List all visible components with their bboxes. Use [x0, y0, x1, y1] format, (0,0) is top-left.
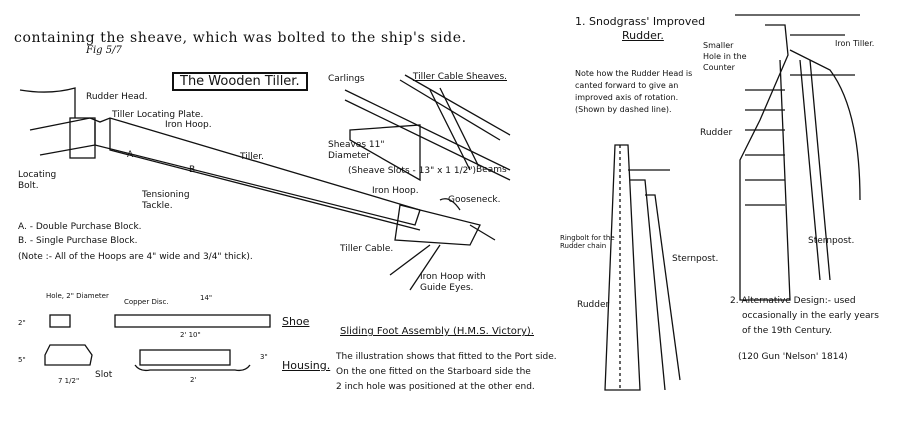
- dim-14in: 14": [200, 294, 213, 302]
- alt-title-2: occasionally in the early years: [742, 311, 879, 321]
- legend-b: B. - Single Purchase Block.: [18, 236, 138, 246]
- label-rudder-head: Rudder Head.: [86, 92, 148, 102]
- label-tiller: Tiller.: [240, 152, 264, 162]
- label-iron-tiller: Iron Tiller.: [835, 39, 875, 48]
- dim-2in: 2": [18, 319, 26, 327]
- label-rudder-2: Rudder: [700, 128, 733, 138]
- snodgrass-rudder-drawing: [604, 144, 681, 391]
- label-iron-hoop-2: Iron Hoop.: [372, 186, 419, 196]
- alt-title-1: 2. Alternative Design:- used: [730, 296, 856, 306]
- legend-a: A. - Double Purchase Block.: [18, 222, 142, 232]
- label-rudder-1: Rudder: [577, 300, 610, 310]
- label-beams: Beams: [476, 165, 507, 175]
- snodgrass-title-1: 1. Snodgrass' Improved: [575, 15, 706, 28]
- body-text: containing the sheave, which was bolted …: [14, 30, 467, 46]
- label-sternpost-2: Sternpost.: [808, 236, 855, 246]
- label-hole: Hole, 2" Diameter: [46, 292, 109, 300]
- hoops-note: (Note :- All of the Hoops are 4" wide an…: [18, 252, 253, 262]
- wooden-tiller-drawing: [19, 87, 496, 291]
- label-copper-disc: Copper Disc.: [124, 298, 169, 306]
- label-smaller-hole: Smaller Hole in the Counter: [703, 41, 747, 72]
- label-locating-plate: Tiller Locating Plate.: [112, 110, 204, 120]
- snodgrass-title-2: Rudder.: [622, 29, 664, 42]
- alt-title-3: of the 19th Century.: [742, 326, 833, 336]
- sliding-desc-3: 2 inch hole was positioned at the other …: [336, 382, 535, 392]
- figure-label: Fig 5/7: [86, 45, 122, 56]
- dim-5in: 5": [18, 356, 26, 364]
- label-shoe: Shoe: [282, 315, 310, 328]
- snodgrass-note-3: improved axis of rotation.: [575, 93, 679, 102]
- label-iron-hoop: Iron Hoop.: [165, 120, 212, 130]
- snodgrass-note-4: (Shown by dashed line).: [575, 105, 672, 114]
- dim-2ft-10in: 2' 10": [180, 331, 201, 339]
- label-sternpost-1: Sternpost.: [672, 254, 719, 264]
- label-carlings: Carlings: [328, 74, 365, 84]
- dim-3in: 3": [260, 353, 268, 361]
- label-a: A: [127, 150, 134, 160]
- label-iron-hoop-guide-eyes: Iron Hoop with Guide Eyes.: [420, 272, 486, 293]
- label-housing: Housing.: [282, 359, 331, 372]
- sliding-desc-2: On the one fitted on the Starboard side …: [336, 367, 531, 377]
- dim-7-5in: 7 1/2": [58, 377, 80, 385]
- label-tiller-cable: Tiller Cable.: [340, 244, 394, 254]
- sheaves-title: Tiller Cable Sheaves.: [412, 72, 507, 82]
- label-slot: Slot: [95, 370, 113, 380]
- tiller-cable-sheaves-drawing: [344, 74, 511, 182]
- label-locating-bolt: Locating Bolt.: [18, 170, 57, 191]
- alternative-rudder-drawing: [735, 14, 861, 301]
- label-sheaves: Sheaves 11" Diameter: [328, 140, 385, 161]
- sliding-foot-title: Sliding Foot Assembly (H.M.S. Victory).: [340, 326, 534, 337]
- tiller-title: The Wooden Tiller.: [172, 72, 308, 91]
- sliding-desc-1: The illustration shows that fitted to th…: [336, 352, 557, 362]
- label-ringbolt: Ringbolt for the Rudder chain: [560, 234, 615, 250]
- label-tensioning-tackle: Tensioning Tackle.: [142, 190, 190, 211]
- alt-title-4: (120 Gun 'Nelson' 1814): [738, 352, 848, 362]
- label-b: B: [189, 165, 196, 175]
- sliding-foot-drawing: [44, 314, 271, 372]
- label-gooseneck: Gooseneck.: [448, 195, 501, 205]
- snodgrass-note-2: canted forward to give an: [575, 81, 679, 90]
- snodgrass-note-1: Note how the Rudder Head is: [575, 69, 693, 78]
- label-sheave-slots: (Sheave Slots - 13" x 1 1/2"): [348, 166, 476, 176]
- dim-2ft: 2': [190, 376, 197, 384]
